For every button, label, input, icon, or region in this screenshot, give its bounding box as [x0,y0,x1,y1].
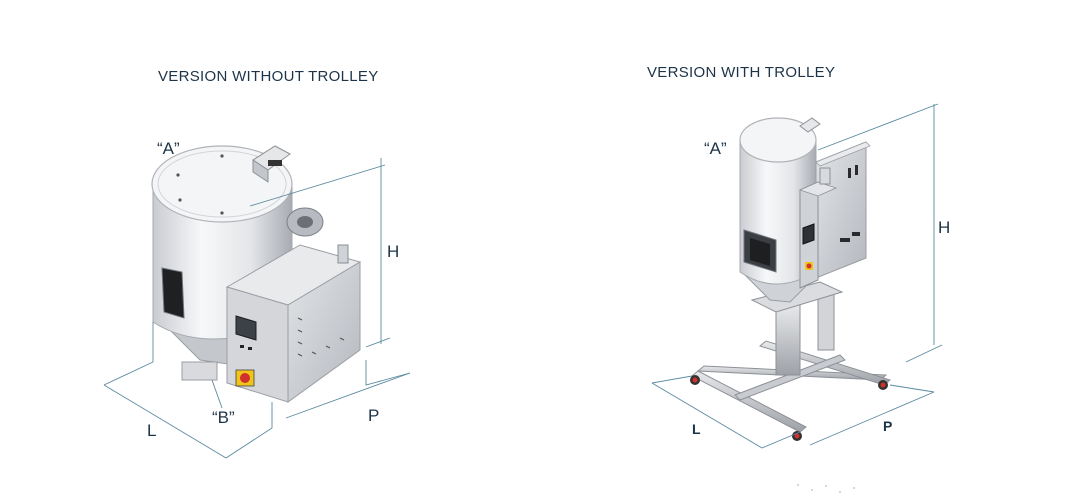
p-extension [889,384,935,393]
side-cabinet-top [815,141,871,167]
window-glass [750,238,770,266]
left-label-l: L [147,421,157,440]
left-label-a: “A” [157,139,180,158]
left-dimension-lines [103,158,411,459]
b-leader [211,379,223,409]
trolley-base-left [691,370,807,433]
right-label-l: L [692,421,701,437]
key [240,345,244,348]
trolley-cross-bar [734,354,846,401]
p-dimension [809,391,935,446]
vent-slots [297,317,345,357]
dryer-with-trolley [690,117,892,441]
trolley-column [775,304,801,376]
h-bottom-extension [365,337,391,348]
main-switch-knob [240,373,250,383]
dryer-without-trolley [151,145,362,403]
main-switch-knob [806,263,812,269]
trolley-wheels [690,375,888,441]
cabinet-details [840,165,860,242]
lid-rim [157,150,287,218]
control-box-side [287,261,361,403]
lid-bolt [220,154,224,158]
l-left-extension [103,322,154,386]
control-module-top [798,181,838,197]
l-right-extension [761,431,801,449]
right-label-h: H [938,218,951,237]
l-dimension [103,384,227,459]
right-label-p: P [883,418,893,434]
left-label-p: P [368,406,380,425]
p-dimension [285,372,411,419]
l-dimension [651,382,763,449]
left-label-h: H [387,242,400,261]
lid-bolt [178,198,182,202]
left-label-b: “B” [212,408,235,427]
left-version-title: VERSION WITHOUT TROLLEY [158,68,379,85]
display-screen [802,223,815,245]
l-left-extension [651,375,693,384]
top-loader-slot [268,160,282,166]
right-version-title: VERSION WITH TROLLEY [647,64,836,81]
blower-hub [297,216,313,228]
exhaust-pipe [337,244,349,264]
key [248,347,252,350]
right-dimension-lines [651,103,943,449]
module-pipe [819,167,831,185]
display-screen [235,315,257,341]
right-label-a: “A” [704,139,727,158]
inspection-window [161,267,185,319]
top-loader-side [252,159,269,183]
floor-dots [797,484,855,493]
cylinder-lid [739,117,817,163]
hopper-foot [181,361,218,381]
p-extension [365,360,411,386]
top-loader [799,117,821,133]
h-bottom-extension [905,344,943,363]
lid-bolt [220,211,224,215]
l-right-extension [225,402,273,459]
h-top-extension [817,103,939,151]
h-top-extension [249,164,386,207]
lid-bolt [176,173,180,177]
